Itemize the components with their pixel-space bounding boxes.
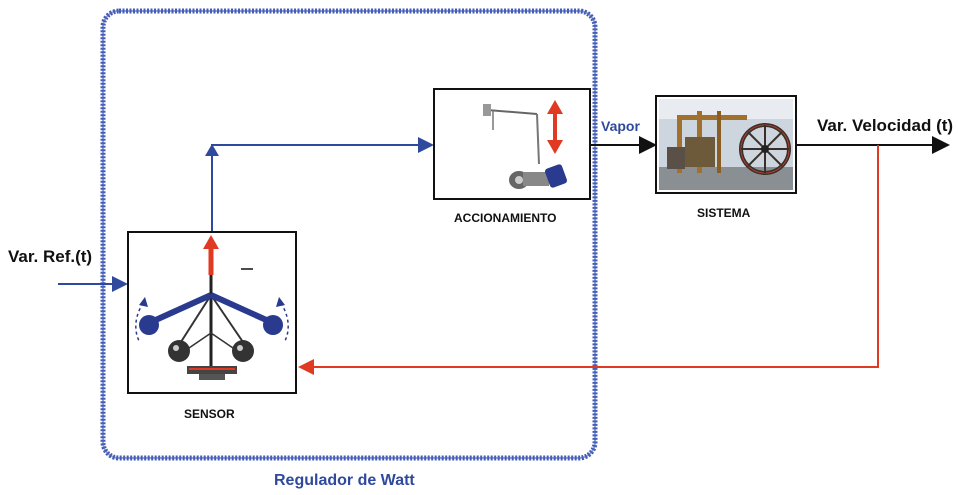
steam-valve-linkage-icon [483,100,568,189]
centrifugal-governor-icon [135,235,289,380]
sensor-label: SENSOR [184,407,235,421]
actuator-label: ACCIONAMIENTO [454,211,557,225]
output-signal-label: Var. Velocidad (t) [817,116,954,135]
system-block [655,95,797,194]
reference-signal-label: Var. Ref.(t) [8,247,93,266]
steam-engine-photo-icon [659,99,793,190]
steam-signal-label: Vapor [601,118,640,134]
feedback-path [298,145,879,375]
system-label: SISTEMA [697,206,751,220]
actuator-block [433,88,591,200]
regulator-group-label: Regulador de Watt [274,472,415,489]
sensor-to-actuator-path [211,137,434,233]
sensor-block [127,231,297,394]
